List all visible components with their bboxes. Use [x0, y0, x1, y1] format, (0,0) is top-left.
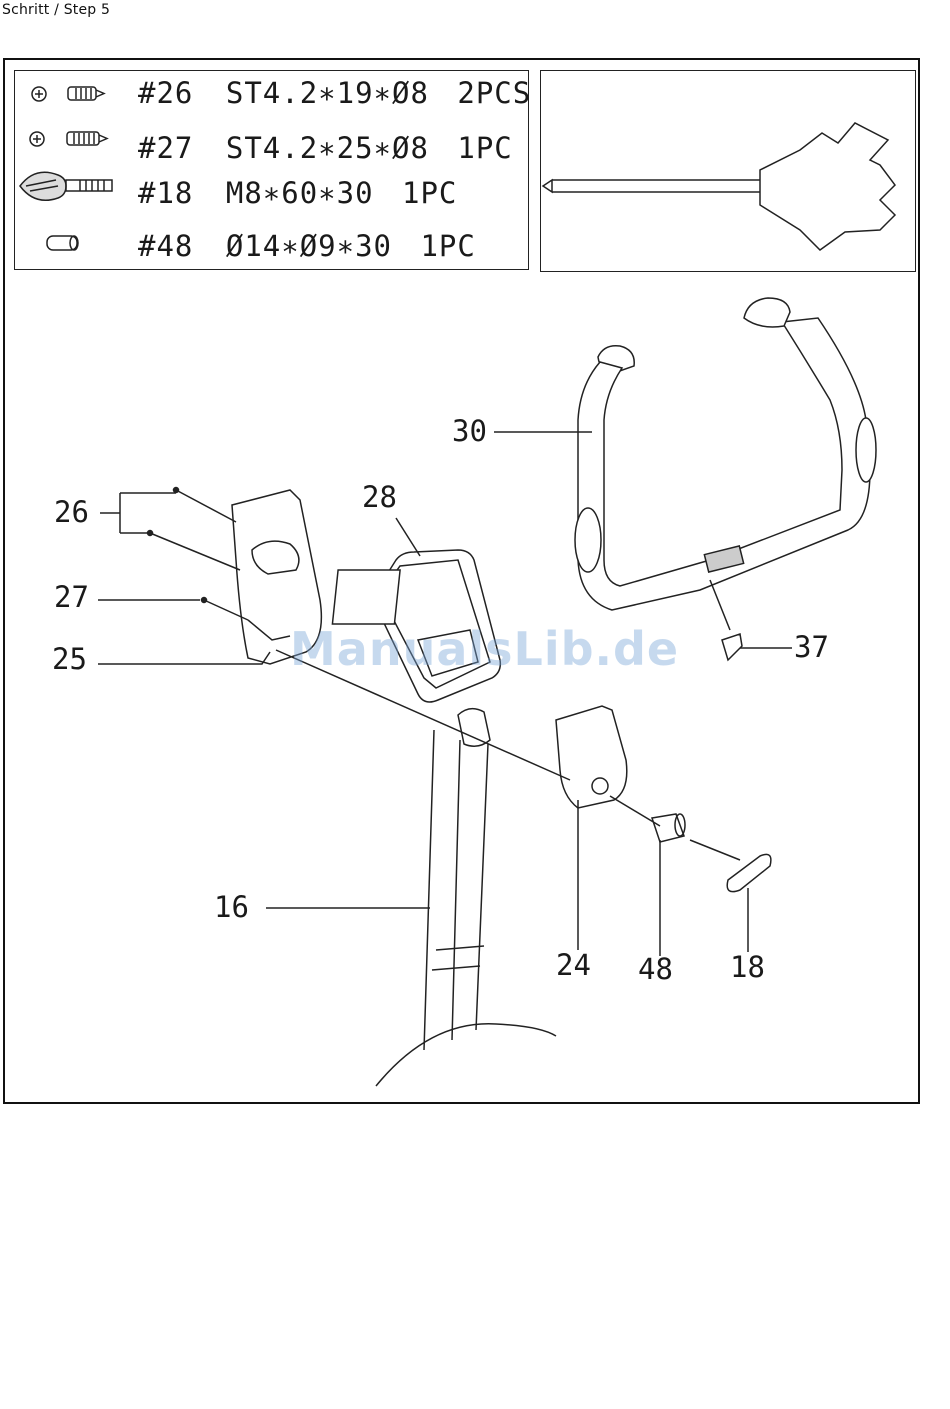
callout-27: 27	[54, 580, 89, 614]
screw-dot	[174, 488, 179, 493]
callout-28: 28	[362, 480, 397, 514]
callout-37: 37	[794, 630, 829, 664]
callout-25: 25	[52, 642, 87, 676]
handlebar-part-30	[575, 298, 876, 660]
callout-26: 26	[54, 495, 89, 529]
assembly-line	[610, 796, 660, 826]
callout-18: 18	[730, 950, 765, 984]
screw-icon	[30, 132, 107, 146]
screw-dot	[202, 598, 207, 603]
bushing-icon	[47, 236, 78, 250]
multi-tool-screwdriver-icon	[543, 123, 895, 250]
callout-24: 24	[556, 948, 591, 982]
callout-16: 16	[214, 890, 249, 924]
screw-line	[150, 533, 240, 570]
knob-part-18	[690, 840, 771, 892]
screw-line	[176, 490, 236, 522]
knob-bolt-icon	[20, 172, 112, 200]
watermark-text: ManualsLib.de	[290, 622, 679, 676]
cover-part-24	[556, 706, 627, 808]
callout-30: 30	[452, 414, 487, 448]
callout-48: 48	[638, 952, 673, 986]
bushing-part-48	[652, 814, 685, 842]
screw-icon	[32, 87, 104, 101]
